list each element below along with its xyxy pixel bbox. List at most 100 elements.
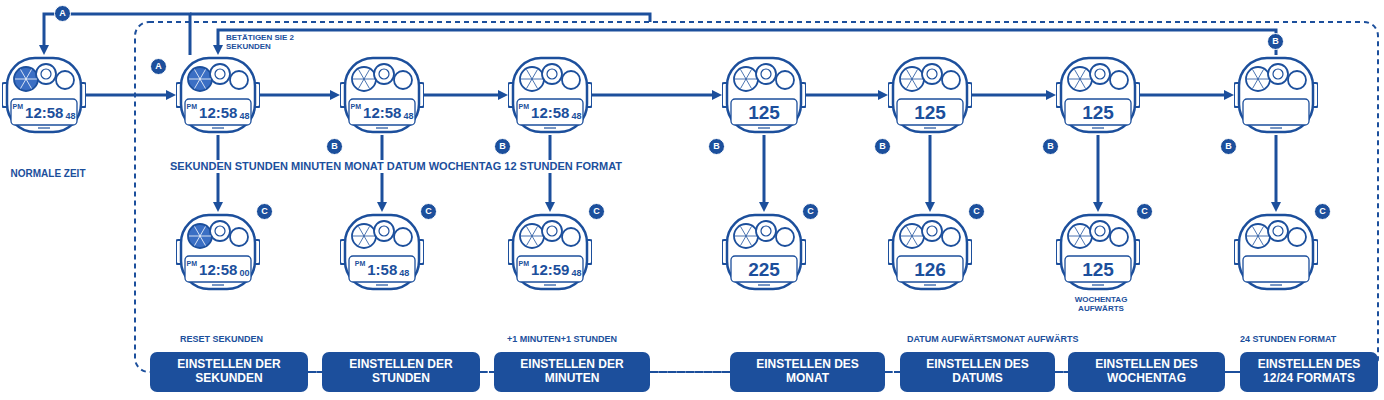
lcd-digits: PM bbox=[13, 103, 24, 110]
note-text: SEKUNDEN STUNDEN MINUTEN MONAT DATUM WOC… bbox=[168, 160, 624, 173]
dashed-link bbox=[1055, 371, 1068, 373]
watch-case bbox=[340, 212, 424, 292]
flow-arrow bbox=[424, 94, 502, 97]
dashed-link bbox=[1225, 371, 1240, 373]
watch-case bbox=[722, 212, 806, 292]
lcd-screen: PM1:5848 bbox=[349, 256, 415, 282]
callout-letter: B bbox=[874, 138, 891, 155]
lcd-screen: 125 bbox=[1065, 256, 1131, 282]
flow-arrow bbox=[806, 94, 882, 97]
note-text: +1 MINUTEN+1 STUNDEN bbox=[505, 334, 619, 344]
lcd-screen: PM12:5848 bbox=[11, 99, 77, 125]
watch-display: PM12:5948 bbox=[508, 212, 592, 292]
callout-letter: B bbox=[1042, 138, 1059, 155]
lcd-screen: 225 bbox=[731, 256, 797, 282]
flow-arrow bbox=[763, 135, 766, 206]
watch-display: 125 bbox=[1056, 55, 1140, 135]
lcd-digits: PM bbox=[519, 103, 530, 110]
callout-letter: B bbox=[326, 138, 343, 155]
callout-letter: C bbox=[420, 203, 437, 220]
watch-display: 125 bbox=[888, 55, 972, 135]
watch-case bbox=[722, 55, 806, 135]
lcd-digits: PM bbox=[355, 260, 366, 267]
flow-arrow bbox=[592, 94, 716, 97]
lcd-screen: 125 bbox=[1065, 99, 1131, 125]
note-text: BETÄTIGEN SIE 2 SEKUNDEN bbox=[224, 33, 308, 51]
lcd-digits: 12:59 bbox=[531, 262, 569, 277]
callout-letter: C bbox=[1314, 203, 1331, 220]
lcd-digits: 48 bbox=[571, 112, 581, 121]
flow-arrow bbox=[972, 94, 1050, 97]
callout-letter: B bbox=[708, 138, 725, 155]
callout-letter: C bbox=[802, 203, 819, 220]
band-text: EINSTELLEN DES MONAT bbox=[736, 358, 879, 386]
watch-case bbox=[1234, 55, 1318, 135]
lcd-digits: PM bbox=[519, 260, 530, 267]
callout-letter: C bbox=[1136, 203, 1153, 220]
lcd-digits: 126 bbox=[914, 260, 946, 279]
lcd-screen bbox=[1243, 256, 1309, 282]
watch-case bbox=[1234, 212, 1318, 292]
mode-band: EINSTELLEN DES 12/24 FORMATS bbox=[1240, 352, 1378, 392]
mode-frame bbox=[135, 22, 1378, 372]
watch-case bbox=[1056, 212, 1140, 292]
watch-display bbox=[1234, 212, 1318, 292]
lcd-digits: 12:58 bbox=[363, 105, 401, 120]
lcd-digits: 12:58 bbox=[199, 105, 237, 120]
callout-letter: C bbox=[968, 203, 985, 220]
lcd-digits: 125 bbox=[914, 103, 946, 122]
lcd-screen: 126 bbox=[897, 256, 963, 282]
watch-display: PM12:5848 bbox=[508, 55, 592, 135]
flow-arrow bbox=[1097, 135, 1100, 206]
lcd-digits: PM bbox=[187, 260, 198, 267]
watch-case bbox=[508, 55, 592, 135]
watch-display: PM1:5848 bbox=[340, 212, 424, 292]
lcd-digits: PM bbox=[187, 103, 198, 110]
dashed-link bbox=[885, 371, 900, 373]
lcd-digits: PM bbox=[351, 103, 362, 110]
lcd-digits: 48 bbox=[571, 269, 581, 278]
watch-case bbox=[2, 55, 86, 135]
watch-display: PM12:5848 bbox=[176, 55, 260, 135]
band-text: EINSTELLEN DES DATUMS bbox=[906, 358, 1049, 386]
watch-display: 125 bbox=[1056, 212, 1140, 292]
mode-band: EINSTELLEN DES WOCHENTAG bbox=[1068, 352, 1225, 392]
lcd-digits: 125 bbox=[748, 103, 780, 122]
lcd-digits: 12:58 bbox=[199, 262, 237, 277]
note-text: WOCHENTAG AUFWÄRTS bbox=[1066, 295, 1136, 313]
callout-letter: A bbox=[54, 5, 71, 22]
lcd-screen: PM12:5848 bbox=[185, 99, 251, 125]
lcd-screen: PM12:5848 bbox=[349, 99, 415, 125]
flow-arrow bbox=[218, 30, 1276, 55]
flow-arrow bbox=[260, 94, 334, 97]
watch-case bbox=[176, 55, 260, 135]
watch-display: 125 bbox=[722, 55, 806, 135]
watch-case bbox=[176, 212, 260, 292]
lcd-screen: 125 bbox=[897, 99, 963, 125]
lcd-digits: 48 bbox=[399, 269, 409, 278]
watch-display: PM12:5848 bbox=[340, 55, 424, 135]
mode-band: EINSTELLEN DER STUNDEN bbox=[322, 352, 480, 392]
lcd-screen: PM12:5800 bbox=[185, 256, 251, 282]
callout-letter: B bbox=[494, 138, 511, 155]
watch-display bbox=[1234, 55, 1318, 135]
watch-display: PM12:5800 bbox=[176, 212, 260, 292]
band-text: EINSTELLEN DES WOCHENTAG bbox=[1074, 358, 1219, 386]
lcd-digits: 125 bbox=[1082, 260, 1114, 279]
flow-arrow bbox=[1140, 94, 1228, 97]
mode-band: EINSTELLEN DER SEKUNDEN bbox=[150, 352, 308, 392]
note-text: DATUM AUFWÄRTSMONAT AUFWÄRTS bbox=[905, 334, 1080, 344]
lcd-digits: 48 bbox=[239, 112, 249, 121]
dashed-link bbox=[480, 371, 494, 373]
note-text: 24 STUNDEN FORMAT bbox=[1238, 334, 1338, 344]
watch-display: PM12:5848 bbox=[2, 55, 86, 135]
watch-case bbox=[888, 55, 972, 135]
callout-letter: A bbox=[150, 58, 167, 75]
callout-letter: C bbox=[588, 203, 605, 220]
watch-display: 126 bbox=[888, 212, 972, 292]
flow-arrow bbox=[86, 94, 170, 97]
mode-band: EINSTELLEN DES DATUMS bbox=[900, 352, 1055, 392]
watch-display: 225 bbox=[722, 212, 806, 292]
lcd-screen: PM12:5948 bbox=[517, 256, 583, 282]
